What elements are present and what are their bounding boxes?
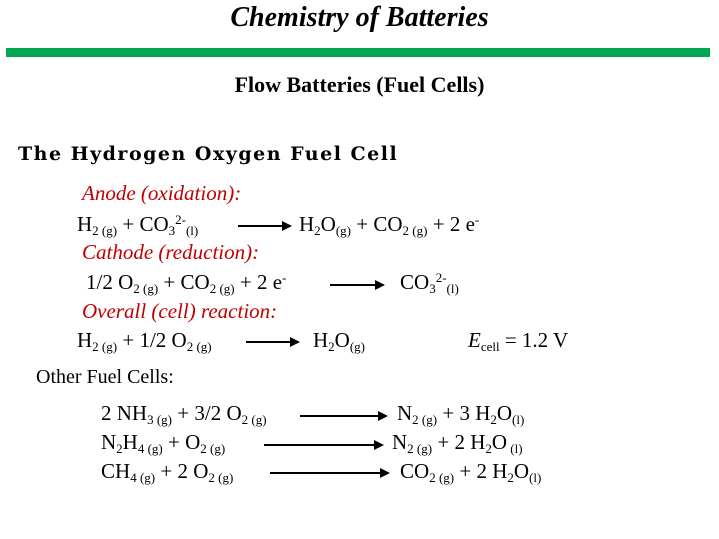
anode-reactants: H2 (g) + CO32-(l): [77, 212, 199, 238]
cell-potential: Ecell = 1.2 V: [468, 328, 569, 354]
section-title: The Hydrogen Oxygen Fuel Cell: [18, 143, 399, 165]
ammonia-products: N2 (g) + 3 H2O(l): [397, 401, 525, 427]
overall-reaction-arrow: [246, 336, 300, 348]
hydrazine-products: N2 (g) + 2 H2O (l): [392, 430, 523, 456]
overall-products: H2O(g): [313, 328, 366, 354]
hydrazine-reactants: N2H4 (g) + O2 (g): [101, 430, 226, 456]
methane-products: CO2 (g) + 2 H2O(l): [400, 459, 542, 485]
methane-reaction-arrow: [270, 467, 390, 479]
ammonia-reaction-arrow: [300, 410, 388, 422]
cathode-label: Cathode (reduction):: [82, 240, 260, 264]
hydrazine-reaction-arrow: [264, 439, 384, 451]
other-fuel-cells-heading: Other Fuel Cells:: [36, 366, 174, 388]
methane-reactants: CH4 (g) + 2 O2 (g): [101, 459, 234, 485]
cathode-reaction-arrow: [330, 279, 385, 291]
anode-label: Anode (oxidation):: [82, 181, 242, 205]
page-title: Chemistry of Batteries: [230, 2, 489, 33]
anode-reaction-arrow: [238, 220, 292, 232]
ammonia-reactants: 2 NH3 (g) + 3/2 O2 (g): [101, 401, 267, 427]
cathode-reactants: 1/2 O2 (g) + CO2 (g) + 2 e-: [86, 270, 287, 296]
cathode-products: CO32-(l): [400, 270, 459, 296]
overall-label: Overall (cell) reaction:: [82, 299, 278, 323]
anode-products: H2O(g) + CO2 (g) + 2 e-: [299, 212, 480, 238]
title-divider: [6, 48, 710, 57]
page-subtitle: Flow Batteries (Fuel Cells): [234, 72, 485, 97]
overall-reactants: H2 (g) + 1/2 O2 (g): [77, 328, 212, 354]
